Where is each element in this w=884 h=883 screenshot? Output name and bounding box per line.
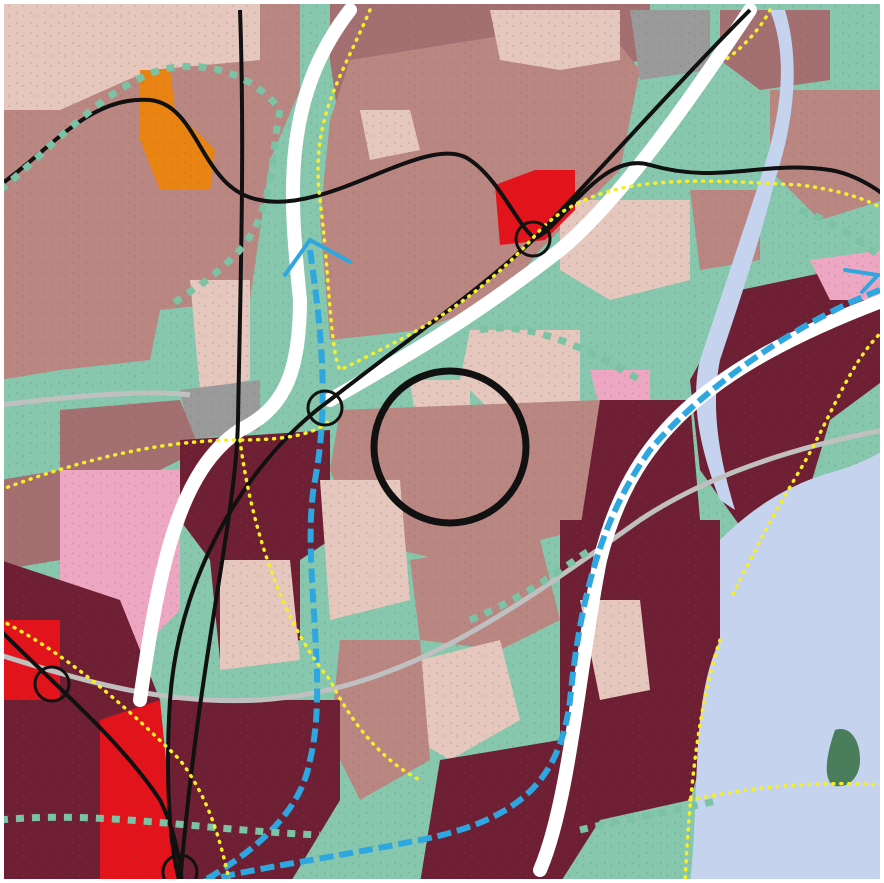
trail — [798, 206, 884, 263]
focus-area-circle-icon — [370, 367, 530, 527]
boundary-line — [0, 618, 232, 883]
highway — [323, 3, 757, 407]
trail — [166, 109, 284, 311]
boundary-line — [0, 418, 332, 492]
transit-line — [199, 287, 882, 883]
station-circle-icon — [306, 389, 344, 427]
trail — [479, 324, 642, 384]
rail-line — [0, 97, 884, 241]
rail-line — [166, 8, 752, 883]
boundary-line — [688, 781, 884, 802]
rail-line — [0, 628, 184, 883]
highway — [133, 3, 357, 707]
green-trails — [0, 62, 884, 839]
arterial-road — [0, 427, 884, 704]
boundary-line — [683, 638, 722, 883]
arterial-road — [0, 390, 191, 408]
station-circle-icon — [161, 853, 199, 883]
boundary-line — [316, 8, 884, 373]
river — [696, 10, 794, 510]
trail — [0, 62, 283, 193]
stations — [33, 220, 552, 883]
station-circle-icon — [33, 665, 71, 703]
boundary-line — [238, 438, 422, 782]
trail — [0, 813, 321, 839]
direction-arrows — [283, 237, 883, 294]
transit-corridors — [198, 249, 882, 883]
water-bodies — [690, 10, 884, 883]
direction-arrow-icon — [843, 268, 883, 294]
transit-line — [198, 249, 326, 883]
trail — [468, 547, 592, 624]
planning-boundary — [0, 8, 884, 883]
direction-arrow-icon — [283, 237, 352, 277]
boundary-line — [723, 8, 772, 62]
station-circle-icon — [514, 220, 552, 258]
trail — [579, 796, 721, 834]
forest-patch — [826, 729, 860, 787]
rail-line — [178, 9, 245, 883]
rail-lines — [0, 8, 884, 883]
